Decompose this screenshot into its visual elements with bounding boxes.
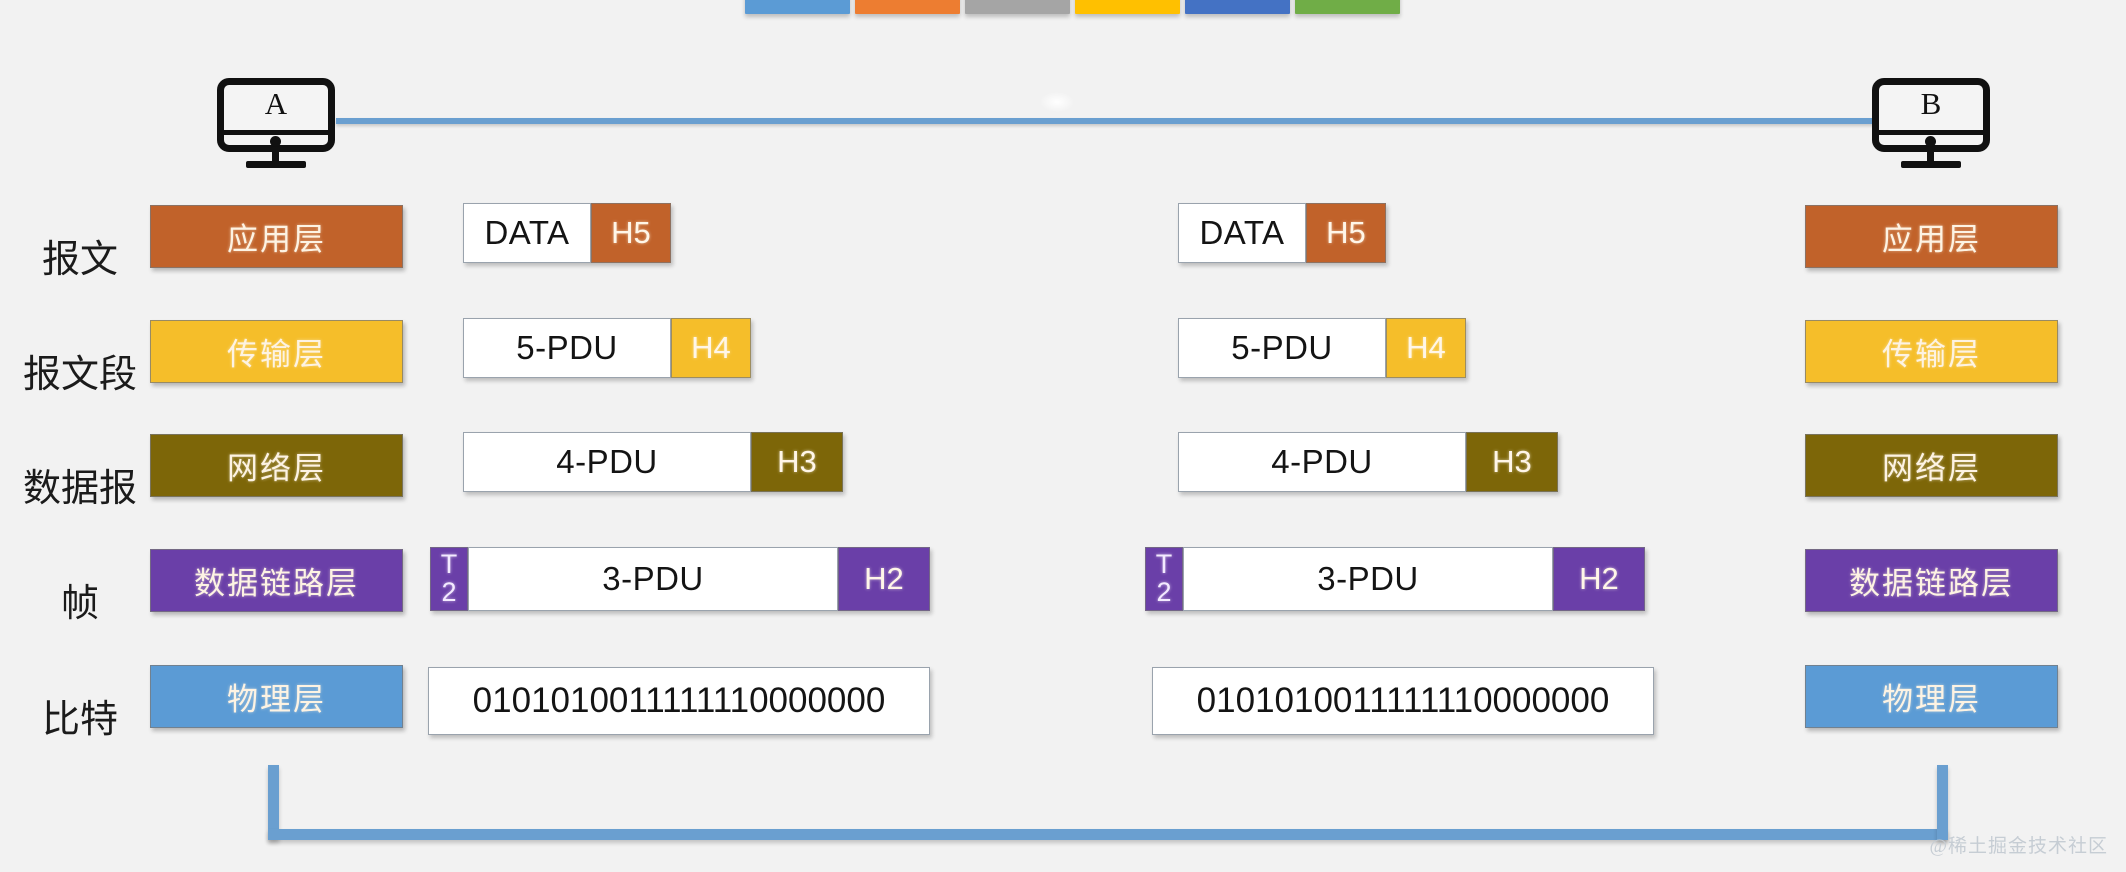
layer-block-physical-left: 物理层	[150, 665, 403, 728]
pdu-header-right: H4	[1386, 318, 1466, 378]
physical-link-left-leg	[268, 765, 279, 840]
pdu-body-right: 0101010011111110000000	[1152, 667, 1654, 735]
layer-label: 数据链路层	[1849, 566, 2014, 601]
layer-block-transport-right: 传输层	[1805, 320, 2058, 383]
layer-label: 网络层	[1882, 451, 1981, 486]
monitor-dot-icon	[270, 136, 281, 147]
host-label-a: A	[264, 86, 288, 121]
host-link-line	[336, 118, 1880, 124]
monitor-dot-icon	[1925, 136, 1936, 147]
layer-label: 物理层	[227, 682, 326, 717]
pdu-header-left: H2	[838, 547, 930, 611]
layer-block-datalink-right: 数据链路层	[1805, 549, 2058, 612]
layer-label: 物理层	[1882, 682, 1981, 717]
layer-block-transport-left: 传输层	[150, 320, 403, 383]
monitor-base-icon	[1901, 161, 1961, 168]
theme-swatch-yellow	[1075, 0, 1180, 14]
physical-link-bottom-bar	[268, 829, 1948, 840]
pdu-trailer-number: 2	[1156, 577, 1172, 607]
layer-block-physical-right: 物理层	[1805, 665, 2058, 728]
theme-swatch-gray	[965, 0, 1070, 14]
host-monitor-b: B	[1872, 78, 1990, 170]
watermark: @稀土掘金技术社区	[1929, 836, 2108, 857]
link-highlight-icon	[1040, 92, 1074, 112]
monitor-divider-icon	[224, 130, 328, 135]
layer-block-application-left: 应用层	[150, 205, 403, 268]
pdu-body-left: DATA	[463, 203, 591, 263]
pdu-header-left: H5	[591, 203, 671, 263]
pdu-trailer-letter: T	[1155, 549, 1173, 580]
pdu-header-right: H3	[1466, 432, 1558, 492]
monitor-neck-icon	[272, 152, 279, 162]
pdu-body-left: 0101010011111110000000	[428, 667, 930, 735]
pdu-body-right: DATA	[1178, 203, 1306, 263]
layer-label: 应用层	[1882, 222, 1981, 257]
pdu-header-right: H2	[1553, 547, 1645, 611]
host-label-b: B	[1920, 86, 1942, 121]
monitor-base-icon	[246, 161, 306, 168]
row-caption-datagram: 数据报	[23, 468, 138, 510]
pdu-header-right: H5	[1306, 203, 1386, 263]
row-caption-message: 报文	[42, 239, 119, 281]
theme-swatch-blue	[745, 0, 850, 14]
layer-block-datalink-left: 数据链路层	[150, 549, 403, 612]
pdu-body-left: 4-PDU	[463, 432, 751, 492]
layer-block-network-left: 网络层	[150, 434, 403, 497]
pdu-trailer-number: 2	[441, 577, 457, 607]
layer-label: 应用层	[227, 222, 326, 257]
theme-swatch-dark-blue	[1185, 0, 1290, 14]
layer-label: 传输层	[1882, 337, 1981, 372]
pdu-header-left: H4	[671, 318, 751, 378]
pdu-body-right: 5-PDU	[1178, 318, 1386, 378]
theme-swatch-green	[1295, 0, 1400, 14]
layer-label: 数据链路层	[194, 566, 359, 601]
monitor-divider-icon	[1879, 130, 1983, 135]
row-caption-segment: 报文段	[23, 354, 138, 396]
host-monitor-a: A	[217, 78, 335, 170]
pdu-body-right: 3-PDU	[1183, 547, 1553, 611]
physical-pdu-left: 0101010011111110000000	[428, 667, 930, 735]
layer-label: 网络层	[227, 451, 326, 486]
pdu-body-left: 3-PDU	[468, 547, 838, 611]
pdu-body-left: 5-PDU	[463, 318, 671, 378]
monitor-neck-icon	[1927, 152, 1934, 162]
pdu-header-left: H3	[751, 432, 843, 492]
row-caption-frame: 帧	[61, 583, 100, 625]
pdu-trailer-letter: T	[440, 549, 458, 580]
physical-pdu-right: 0101010011111110000000	[1152, 667, 1654, 735]
layer-block-network-right: 网络层	[1805, 434, 2058, 497]
layer-label: 传输层	[227, 337, 326, 372]
physical-link-right-leg	[1937, 765, 1948, 840]
theme-swatch-orange	[855, 0, 960, 14]
pdu-body-right: 4-PDU	[1178, 432, 1466, 492]
layer-block-application-right: 应用层	[1805, 205, 2058, 268]
row-caption-bit: 比特	[42, 699, 119, 741]
